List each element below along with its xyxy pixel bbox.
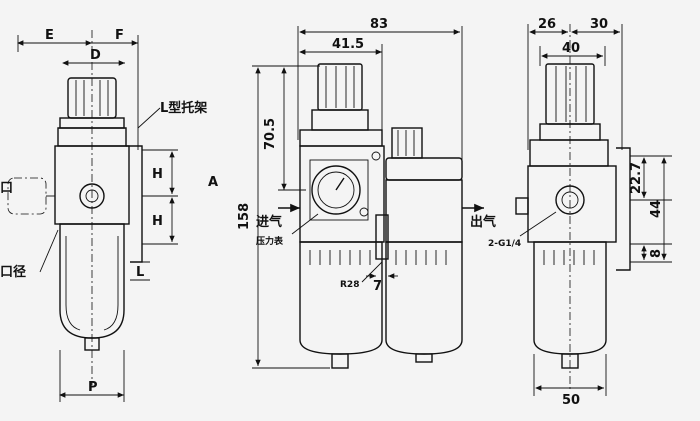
- dim-70-5-label: 70.5: [263, 118, 278, 150]
- dim-83-label: 83: [370, 17, 388, 32]
- dim-p-label: P: [88, 380, 98, 395]
- right-view: 26 30 40 22.7: [488, 17, 672, 408]
- dim-158-label: 158: [237, 203, 252, 230]
- gauge-label: 压力表: [256, 235, 284, 247]
- dim-l-label: L: [136, 265, 144, 280]
- dim-30-label: 30: [590, 17, 608, 32]
- dim-26-label: 26: [538, 17, 556, 32]
- dim-f-label: F: [115, 28, 124, 43]
- r28-label: R28: [340, 280, 359, 290]
- dim-44-label: 44: [649, 200, 664, 218]
- dim-7-label: 7: [373, 279, 382, 294]
- dim-d-label: D: [90, 48, 101, 63]
- dim-22-7-label: 22.7: [629, 162, 644, 194]
- middle-view: 83 41.5 158 70.5: [237, 17, 496, 369]
- inlet-label: 进气: [256, 214, 282, 230]
- l-bracket-label: L型托架: [160, 100, 207, 116]
- dim-h2-label: H: [152, 214, 163, 229]
- dim-41-5-label: 41.5: [332, 37, 364, 52]
- dim-e-label: E: [45, 28, 54, 43]
- dim-h1-label: H: [152, 167, 163, 182]
- port-label: 口: [0, 181, 13, 196]
- port-size-label: 口径: [0, 264, 26, 280]
- dim-40-label: 40: [562, 41, 580, 56]
- dim-50-label: 50: [562, 393, 580, 408]
- port-thread-label: 2-G1/4: [488, 239, 521, 249]
- section-a-label: A: [208, 175, 218, 190]
- outlet-label: 出气: [470, 214, 496, 230]
- left-view: E F D H H A: [0, 28, 218, 402]
- dim-8-label: 8: [649, 249, 664, 258]
